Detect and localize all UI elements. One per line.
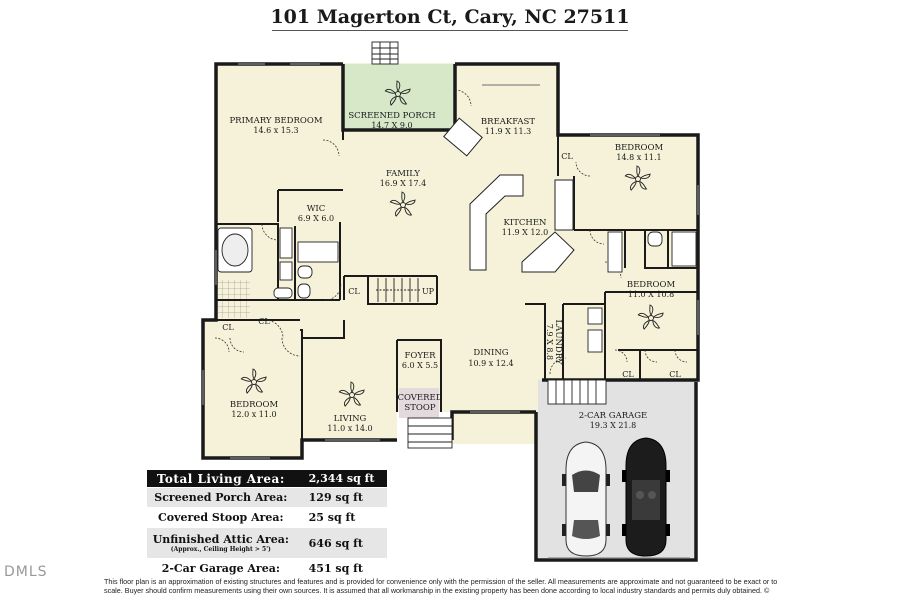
- area-value: 129 sq ft: [294, 487, 387, 508]
- bedroom-sw-name: BEDROOM: [230, 400, 279, 410]
- door-swings: [214, 89, 688, 375]
- closet-label: CL: [258, 317, 270, 326]
- area-value: 646 sq ft: [294, 527, 387, 559]
- laundry-dim: 7.9 X 8.8: [545, 324, 554, 360]
- table-row: Total Living Area: 2,344 sq ft: [147, 470, 387, 488]
- table-row: Covered Stoop Area: 25 sq ft: [147, 507, 387, 528]
- kitchen-counters: [443, 117, 575, 273]
- stoop-fill: [399, 388, 439, 418]
- bedroom-e-dim: 11.0 X 10.8: [628, 290, 674, 299]
- closet-label: CL: [222, 323, 234, 332]
- area-label: Screened Porch Area:: [147, 487, 295, 508]
- stairs-up-label: UP: [422, 287, 435, 296]
- bedroom-ne-dim: 14.8 x 11.1: [616, 153, 661, 162]
- screened-porch-fill: [343, 64, 455, 130]
- area-label: Covered Stoop Area:: [147, 507, 295, 528]
- wic-dim: 6.9 X 6.0: [298, 214, 334, 223]
- room-labels: PRIMARY BEDROOM 14.6 x 15.3 SCREENED POR…: [229, 111, 675, 433]
- plan-title: 101 Magerton Ct, Cary, NC 27511: [270, 6, 630, 28]
- closet-label: CL: [561, 152, 573, 161]
- area-value: 451 sq ft: [294, 558, 387, 579]
- garage-cars: [562, 437, 670, 557]
- area-value: 2,344 sq ft: [294, 470, 387, 488]
- area-label: 2-Car Garage Area:: [147, 558, 295, 579]
- area-note: (Approx., Ceiling Height > 5'): [170, 546, 271, 553]
- garage-name: 2-CAR GARAGE: [579, 411, 648, 421]
- stairs: [371, 41, 607, 449]
- bedroom-sw-dim: 12.0 x 11.0: [231, 410, 276, 419]
- screened-porch-name: SCREENED PORCH: [348, 111, 435, 121]
- covered-stoop-name-line1: COVERED: [397, 393, 442, 403]
- area-label: Unfinished Attic Area:: [152, 533, 289, 546]
- kitchen-name: KITCHEN: [504, 218, 547, 228]
- closet-labels: CL CL CL CL CL CL UP: [222, 152, 681, 379]
- primary-bedroom-name: PRIMARY BEDROOM: [229, 116, 322, 126]
- floor-fills: [203, 63, 698, 558]
- interior-walls: [216, 130, 698, 440]
- bedroom-e-name: BEDROOM: [627, 280, 676, 290]
- primary-bedroom-dim: 14.6 x 15.3: [253, 126, 298, 135]
- dining-dim: 10.9 x 12.4: [468, 359, 513, 368]
- black-car: [622, 437, 670, 557]
- mls-watermark: DMLS: [4, 564, 48, 580]
- wic-name: WIC: [307, 204, 326, 214]
- table-row: 2-Car Garage Area: 451 sq ft: [147, 558, 387, 579]
- windows: [202, 63, 699, 559]
- area-summary-table: Total Living Area: 2,344 sq ft Screened …: [147, 470, 387, 579]
- living-dim: 11.0 x 14.0: [327, 424, 372, 433]
- living-name: LIVING: [334, 414, 367, 424]
- garage-fill: [538, 380, 696, 558]
- garage-dim: 19.3 X 21.8: [590, 421, 636, 430]
- closet-label: CL: [622, 370, 634, 379]
- area-value: 25 sq ft: [294, 507, 387, 528]
- laundry-name: LAUNDRY: [553, 320, 563, 365]
- table-row: Screened Porch Area: 129 sq ft: [147, 487, 387, 508]
- dining-name: DINING: [473, 348, 508, 358]
- closet-label: CL: [669, 370, 681, 379]
- white-car: [562, 441, 610, 557]
- title-underline: [272, 30, 628, 31]
- breakfast-dim: 11.9 X 11.3: [485, 127, 531, 136]
- covered-stoop-name-line2: STOOP: [404, 403, 435, 413]
- disclaimer-text: This floor plan is an approximation of e…: [104, 577, 778, 595]
- breakfast-name: BREAKFAST: [481, 117, 535, 127]
- kitchen-dim: 11.9 X 12.0: [502, 228, 548, 237]
- table-row: Unfinished Attic Area: (Approx., Ceiling…: [147, 527, 387, 559]
- area-label-cell: Unfinished Attic Area: (Approx., Ceiling…: [147, 527, 295, 559]
- family-dim: 16.9 X 17.4: [380, 179, 426, 188]
- fixtures: [217, 227, 697, 353]
- area-label: Total Living Area:: [147, 470, 295, 488]
- family-name: FAMILY: [386, 169, 420, 179]
- closet-label: CL: [348, 287, 360, 296]
- foyer-dim: 6.0 X 5.5: [402, 361, 438, 370]
- screened-porch-dim: 14.7 X 9.0: [371, 121, 412, 130]
- foyer-name: FOYER: [404, 351, 436, 361]
- bedroom-ne-name: BEDROOM: [615, 143, 664, 153]
